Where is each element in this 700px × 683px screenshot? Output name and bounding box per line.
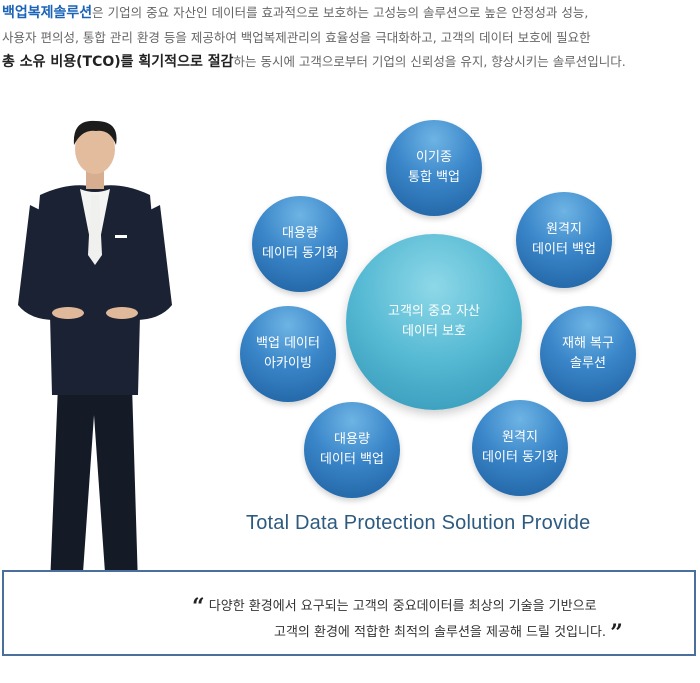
open-quote-icon: “ — [192, 594, 205, 620]
node-disaster-recovery: 재해 복구 솔루션 — [540, 306, 636, 402]
intro-tco-highlight: 총 소유 비용(TCO)를 획기적으로 절감 — [2, 54, 234, 70]
intro-product-name: 백업복제솔루션 — [2, 5, 93, 21]
node-line-2: 솔루션 — [570, 356, 606, 371]
intro-line-2: 사용자 편의성, 통합 관리 환경 등을 제공하여 백업복제관리의 효율성을 극… — [2, 30, 591, 45]
diagram-center-circle: 고객의 중요 자산 데이터 보호 — [346, 234, 522, 410]
node-remote-sync: 원격지 데이터 동기화 — [472, 400, 568, 496]
intro-line-1: 백업복제솔루션은 기업의 중요 자산인 데이터를 효과적으로 보호하는 고성능의… — [2, 2, 588, 22]
node-line-2: 데이터 백업 — [320, 452, 384, 467]
tagline: Total Data Protection Solution Provide — [246, 512, 591, 534]
node-line-2: 데이터 동기화 — [262, 246, 338, 261]
node-remote-backup: 원격지 데이터 백업 — [516, 192, 612, 288]
quote-line-2-text: 고객의 환경에 적합한 최적의 솔루션을 제공해 드릴 것입니다. — [274, 625, 607, 640]
node-line-1: 원격지 — [502, 430, 538, 445]
node-line-1: 원격지 — [546, 222, 582, 237]
quote-line-2: 고객의 환경에 적합한 최적의 솔루션을 제공해 드릴 것입니다. ” — [274, 620, 623, 646]
node-line-1: 대용량 — [334, 432, 370, 447]
businessman-illustration — [18, 120, 172, 611]
node-line-1: 재해 복구 — [562, 336, 614, 351]
close-quote-icon: ” — [610, 620, 623, 646]
node-bulk-sync: 대용량 데이터 동기화 — [252, 196, 348, 292]
intro-line-3-text: 하는 동시에 고객으로부터 기업의 신뢰성을 유지, 향상시키는 솔루션입니다. — [233, 54, 626, 69]
node-line-1: 백업 데이터 — [256, 336, 320, 351]
node-backup-archiving: 백업 데이터 아카이빙 — [240, 306, 336, 402]
center-line-1: 고객의 중요 자산 — [388, 304, 480, 319]
node-line-2: 데이터 동기화 — [482, 450, 558, 465]
intro-line-1-text: 은 기업의 중요 자산인 데이터를 효과적으로 보호하는 고성능의 솔루션으로 … — [92, 5, 589, 20]
node-line-2: 통합 백업 — [408, 170, 460, 185]
center-line-2: 데이터 보호 — [402, 324, 466, 339]
quote-box: “ 다양한 환경에서 요구되는 고객의 중요데이터를 최상의 기술을 기반으로 … — [2, 570, 696, 656]
node-line-2: 아카이빙 — [264, 356, 312, 371]
quote-line-1-text: 다양한 환경에서 요구되는 고객의 중요데이터를 최상의 기술을 기반으로 — [208, 599, 597, 614]
node-heterogeneous-backup: 이기종 통합 백업 — [386, 120, 482, 216]
node-line-2: 데이터 백업 — [532, 242, 596, 257]
quote-line-1: “ 다양한 환경에서 요구되는 고객의 중요데이터를 최상의 기술을 기반으로 — [192, 594, 597, 620]
node-line-1: 이기종 — [416, 150, 452, 165]
intro-line-3: 총 소유 비용(TCO)를 획기적으로 절감하는 동시에 고객으로부터 기업의 … — [2, 51, 626, 71]
node-bulk-backup: 대용량 데이터 백업 — [304, 402, 400, 498]
node-line-1: 대용량 — [282, 226, 318, 241]
